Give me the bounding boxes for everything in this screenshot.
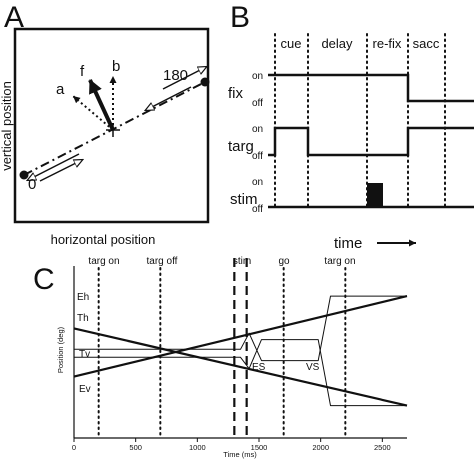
x-axis-label: horizontal position: [51, 232, 156, 247]
x-tick-label: 500: [129, 443, 142, 452]
open-arrow-left: [28, 153, 80, 180]
panel-b: B cue delay re-fix sacc fix on off targ …: [228, 1, 474, 252]
epoch-label-sacc: sacc: [413, 36, 440, 51]
open-arrow-right-return: [146, 86, 192, 110]
open-arrow-right: [162, 67, 206, 90]
target-left-dot: [19, 170, 29, 180]
vector-f-arrow: [88, 79, 115, 131]
c-x-ticks: 0 500 1000 1500 2000 2500: [72, 438, 391, 452]
event-label-targ-on: targ on: [88, 256, 119, 267]
epoch-label-cue: cue: [281, 36, 302, 51]
epoch-label-delay: delay: [321, 36, 353, 51]
panel-a-frame: [13, 27, 210, 224]
c-event-lines: [97, 258, 347, 439]
vector-a-arrow: [72, 95, 114, 131]
stim-on-label: on: [252, 177, 263, 188]
time-label: time: [334, 235, 362, 252]
fix-off-label: off: [252, 98, 263, 109]
series-line-tv: [73, 327, 408, 407]
vector-f-label: f: [80, 63, 85, 80]
vector-a-label: a: [56, 81, 65, 98]
x-tick-label: 2500: [374, 443, 391, 452]
panel-c-letter: C: [33, 263, 55, 296]
targ-on-label: on: [252, 124, 263, 135]
panel-a-letter: A: [4, 1, 24, 34]
stim-off-label: off: [252, 204, 263, 215]
c-series: [73, 295, 408, 407]
series-line-eh: [74, 295, 407, 362]
fix-trace: [268, 73, 474, 103]
c-y-axis-label: Position (deg): [56, 326, 65, 373]
vector-b-label: b: [112, 58, 120, 75]
target-left-label: 0: [28, 176, 36, 193]
series-line-th: [73, 295, 408, 378]
stim-pulse: [367, 183, 383, 207]
x-tick-label: 1000: [189, 443, 206, 452]
target-right-dot: [200, 77, 210, 87]
targ-trace: [268, 126, 474, 157]
x-tick-label: 2000: [312, 443, 329, 452]
trace-label-stim: stim: [230, 191, 258, 208]
panel-a: A 0 180 a b f vertical position horizont…: [0, 1, 210, 247]
y-axis-label: vertical position: [0, 81, 14, 171]
event-label-targ-off: targ off: [147, 256, 178, 267]
trace-label-eh: Eh: [77, 292, 89, 303]
event-label-stim: stim: [233, 256, 251, 267]
trace-label-fix: fix: [228, 85, 244, 102]
trace-label-ev: Ev: [79, 384, 91, 395]
x-tick-label: 1500: [251, 443, 268, 452]
saccade-label-es: ES: [252, 362, 266, 373]
trace-label-targ: targ: [228, 138, 254, 155]
saccade-label-vs: VS: [306, 362, 320, 373]
panel-b-letter: B: [230, 1, 250, 34]
event-label-targ-on-2: targ on: [324, 256, 355, 267]
event-label-go: go: [278, 256, 290, 267]
fix-on-label: on: [252, 71, 263, 82]
c-x-axis-label: Time (ms): [223, 450, 257, 459]
open-arrow-left-return: [39, 160, 82, 182]
panel-c: C targ on targ off stim go targ on 0 500 1…: [33, 256, 408, 459]
epoch-label-refix: re-fix: [373, 36, 402, 51]
x-tick-label: 0: [72, 443, 76, 452]
targ-off-label: off: [252, 151, 263, 162]
series-line-ev: [74, 339, 407, 407]
target-right-label: 180: [163, 67, 188, 84]
trace-label-th: Th: [77, 313, 89, 324]
trace-label-tv: Tv: [79, 349, 90, 360]
